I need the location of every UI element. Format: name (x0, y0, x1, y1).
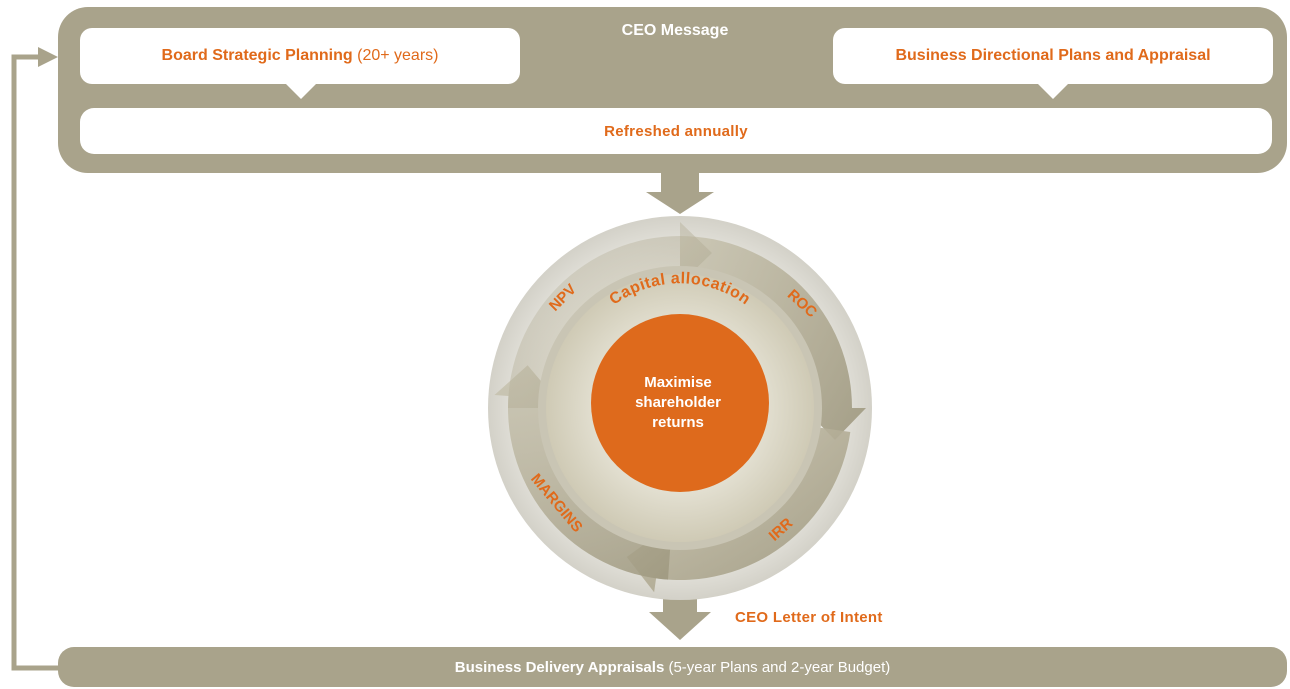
business-delivery-appraisals-bar: Business Delivery Appraisals (5-year Pla… (58, 647, 1287, 687)
board-strategic-planning-box: Board Strategic Planning (20+ years) (80, 28, 520, 84)
business-directional-plans-box: Business Directional Plans and Appraisal (833, 28, 1273, 84)
down-arrow-top (646, 173, 714, 214)
center-disc (591, 314, 769, 492)
arrow-segment-irr (626, 427, 851, 593)
center-line-1: Maximise (644, 374, 712, 391)
business-directional-plans-title: Business Directional Plans and Appraisal (895, 47, 1211, 64)
board-strategic-planning-title: Board Strategic Planning (161, 47, 353, 64)
center-goal-text: Maximise shareholder returns (590, 373, 766, 433)
center-line-3: returns (652, 414, 704, 431)
business-delivery-appraisals-title: Business Delivery Appraisals (454, 658, 665, 676)
center-line-2: shareholder (635, 394, 721, 411)
business-delivery-appraisals-detail: (5-year Plans and 2-year Budget) (668, 658, 891, 676)
ceo-letter-of-intent-label: CEO Letter of Intent (735, 609, 883, 626)
down-arrow-bottom (649, 592, 711, 640)
refreshed-annually-label: Refreshed annually (604, 122, 748, 140)
business-box-pointer (1037, 83, 1069, 99)
board-box-pointer (285, 83, 317, 99)
board-strategic-planning-duration: (20+ years) (357, 47, 439, 64)
feedback-loop-arrowhead (38, 47, 58, 67)
refreshed-annually-box: Refreshed annually (80, 108, 1272, 154)
ceo-message-label: CEO Message (621, 22, 729, 39)
feedback-loop-line (11, 54, 64, 671)
